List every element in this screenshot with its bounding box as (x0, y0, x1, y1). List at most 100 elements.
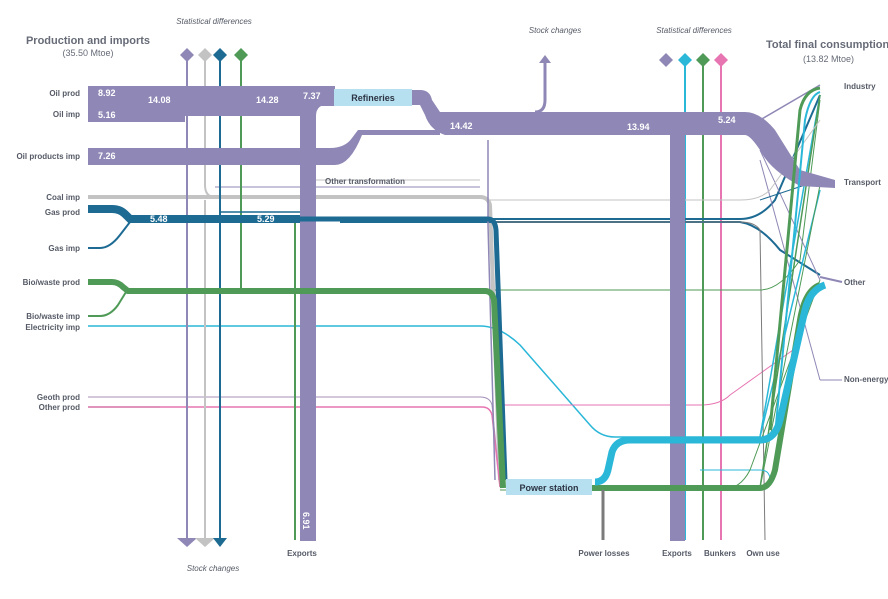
pink-to-other (500, 344, 801, 406)
source-other-prod: Other prod (39, 403, 80, 412)
own-use-label: Own use (746, 549, 780, 558)
source-gas-imp: Gas imp (48, 244, 80, 253)
stat-diff-left-label: Statistical differences (176, 17, 252, 26)
oil-flows (88, 62, 835, 540)
value-labels: 8.92 5.16 14.08 14.28 7.37 14.42 13.94 5… (98, 88, 736, 530)
elec-own (700, 469, 771, 481)
bio-prod-flow (88, 279, 506, 489)
power-station-node (506, 479, 592, 495)
gas-imp-flow (88, 221, 131, 249)
value-oil-final: 13.94 (627, 122, 650, 132)
source-electricity-imp: Electricity imp (25, 323, 80, 332)
stock-oil-arrow (177, 538, 197, 547)
statdiff-right-pink-diamond (714, 53, 728, 67)
sink-labels: Industry Transport Other Non-energy (819, 82, 888, 384)
gas-own-use (495, 221, 766, 541)
consumption-title: Total final consumption (766, 39, 888, 51)
stock-change-up (534, 62, 547, 114)
power-station-label: Power station (519, 483, 578, 493)
production-subtitle: (35.50 Mtoe) (62, 48, 113, 58)
exports-left-end (300, 535, 316, 541)
value-transport-split: 5.24 (718, 115, 736, 125)
other-stub (819, 276, 843, 283)
value-oil-mid: 14.28 (256, 95, 279, 105)
oil-imp-bar (88, 108, 124, 122)
value-oil-sum: 14.08 (148, 95, 171, 105)
stock-changes-top-label: Stock changes (529, 26, 581, 35)
bio-to-industry (495, 99, 821, 291)
source-bio-imp: Bio/waste imp (26, 312, 80, 321)
left-verticals (186, 55, 296, 540)
green-to-industry (768, 86, 821, 431)
sink-non-energy: Non-energy (844, 375, 888, 384)
stock-change-up-arrow (539, 55, 551, 63)
stock-coal-arrow (195, 538, 215, 547)
sink-transport: Transport (844, 178, 881, 187)
statdiff-right-teal-diamond (678, 53, 692, 67)
fan-6 (759, 189, 821, 438)
bunkers-label: Bunkers (704, 549, 737, 558)
source-coal-imp: Coal imp (46, 193, 80, 202)
statdiff-right-oil-diamond (659, 53, 673, 67)
stat-diff-right-label: Statistical differences (656, 26, 732, 35)
value-oil-imp: 5.16 (98, 110, 116, 120)
bio-imp-flow (88, 291, 127, 317)
source-oil-imp: Oil imp (53, 110, 80, 119)
source-oil-products-imp: Oil products imp (16, 152, 80, 161)
source-bio-prod: Bio/waste prod (23, 278, 80, 287)
electricity-flow (88, 325, 760, 438)
coal-statdiff-line (204, 50, 216, 198)
crude-oil-band (88, 92, 335, 540)
coal-to-industry (490, 119, 821, 201)
other-prod-flow (160, 406, 501, 488)
value-gas-sum: 5.48 (150, 214, 168, 224)
exports-right-end (670, 535, 685, 541)
coal-flow (88, 195, 502, 481)
consumption-subtitle: (13.82 Mtoe) (803, 54, 854, 64)
power-electricity-out (594, 281, 827, 486)
source-oil-prod: Oil prod (49, 89, 80, 98)
refineries-label: Refineries (351, 93, 395, 103)
gas-to-other (340, 221, 821, 276)
exports-right-label: Exports (662, 549, 692, 558)
statdiff-oil-diamond (180, 48, 194, 62)
sink-other: Other (844, 278, 865, 287)
stock-gas-arrow (213, 538, 227, 547)
refineries-node (334, 89, 412, 106)
source-gas-prod: Gas prod (45, 208, 80, 217)
geoth-flow (88, 396, 501, 488)
bio-flows (88, 279, 506, 489)
statdiff-right-green-diamond (696, 53, 710, 67)
power-losses-label: Power losses (578, 549, 630, 558)
sink-industry: Industry (844, 82, 876, 91)
oil-products-imp-band (88, 130, 440, 165)
gas-flows (88, 205, 508, 481)
statdiff-bio-diamond (234, 48, 248, 62)
value-oil-products-imp: 7.26 (98, 151, 116, 161)
value-gas-mid: 5.29 (257, 214, 275, 224)
refinery-output-band (410, 90, 835, 540)
production-title: Production and imports (26, 35, 150, 47)
value-refinery-in: 7.37 (303, 91, 321, 101)
source-geoth-prod: Geoth prod (37, 393, 80, 402)
oil-to-power (487, 140, 496, 481)
fan-5 (759, 94, 821, 438)
teal-to-industry (774, 91, 821, 436)
gas-prod-flow (88, 205, 300, 223)
crude-to-refinery (88, 86, 335, 106)
stock-changes-bottom-label: Stock changes (187, 564, 239, 573)
arrow-markers (177, 48, 728, 547)
power-outputs (590, 86, 827, 540)
exports-left-label: Exports (287, 549, 317, 558)
statdiff-coal-diamond (198, 48, 212, 62)
statdiff-gas-diamond (213, 48, 227, 62)
gas-to-industry (340, 94, 821, 220)
gas-to-power (300, 216, 508, 481)
value-oil-prod: 8.92 (98, 88, 116, 98)
other-transformation-label: Other transformation (325, 177, 405, 186)
source-labels: Oil prod Oil imp Oil products imp Coal i… (16, 89, 80, 412)
value-refinery-out: 14.42 (450, 121, 473, 131)
value-exports-left: 6.91 (301, 512, 311, 530)
